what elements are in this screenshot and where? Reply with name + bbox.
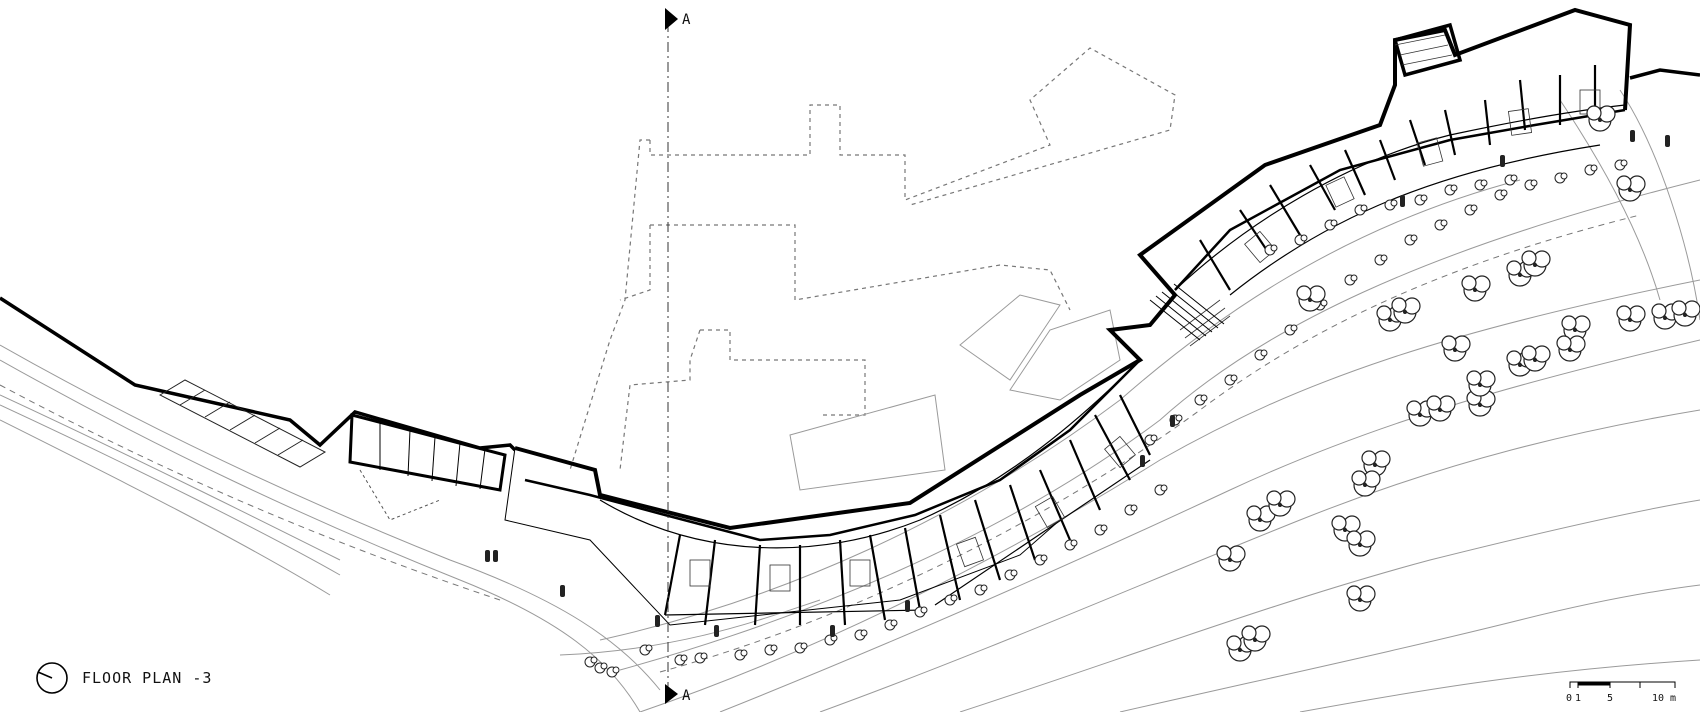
corridor — [599, 104, 1626, 549]
entrance-block — [348, 413, 507, 521]
scale-label-0: 0 — [1566, 693, 1572, 704]
room-fixtures — [689, 34, 1601, 592]
plan-title: FLOOR PLAN -3 — [82, 669, 212, 687]
section-marker-bottom — [665, 684, 678, 704]
guest-rooms-south — [663, 394, 1151, 626]
scale-label-1: 1 — [1575, 693, 1581, 704]
section-marker-top — [665, 8, 678, 30]
existing-structures — [789, 294, 1121, 491]
stair-link — [1149, 283, 1225, 341]
section-label-top: A — [682, 12, 691, 28]
north-arrow-icon — [36, 662, 68, 694]
retaining-wall — [0, 296, 517, 452]
scale-label-10m: 10 m — [1652, 693, 1676, 704]
parked-vehicles — [485, 130, 1670, 637]
existing-building-outline — [569, 47, 1176, 471]
access-road-dashed — [0, 214, 1641, 673]
main-building-walls — [504, 7, 1700, 626]
scale-label-5: 5 — [1607, 693, 1613, 704]
tree-clusters — [1216, 105, 1700, 662]
scale-bar — [1569, 681, 1676, 688]
parking-stalls — [158, 379, 327, 468]
section-label-bottom: A — [682, 688, 691, 704]
